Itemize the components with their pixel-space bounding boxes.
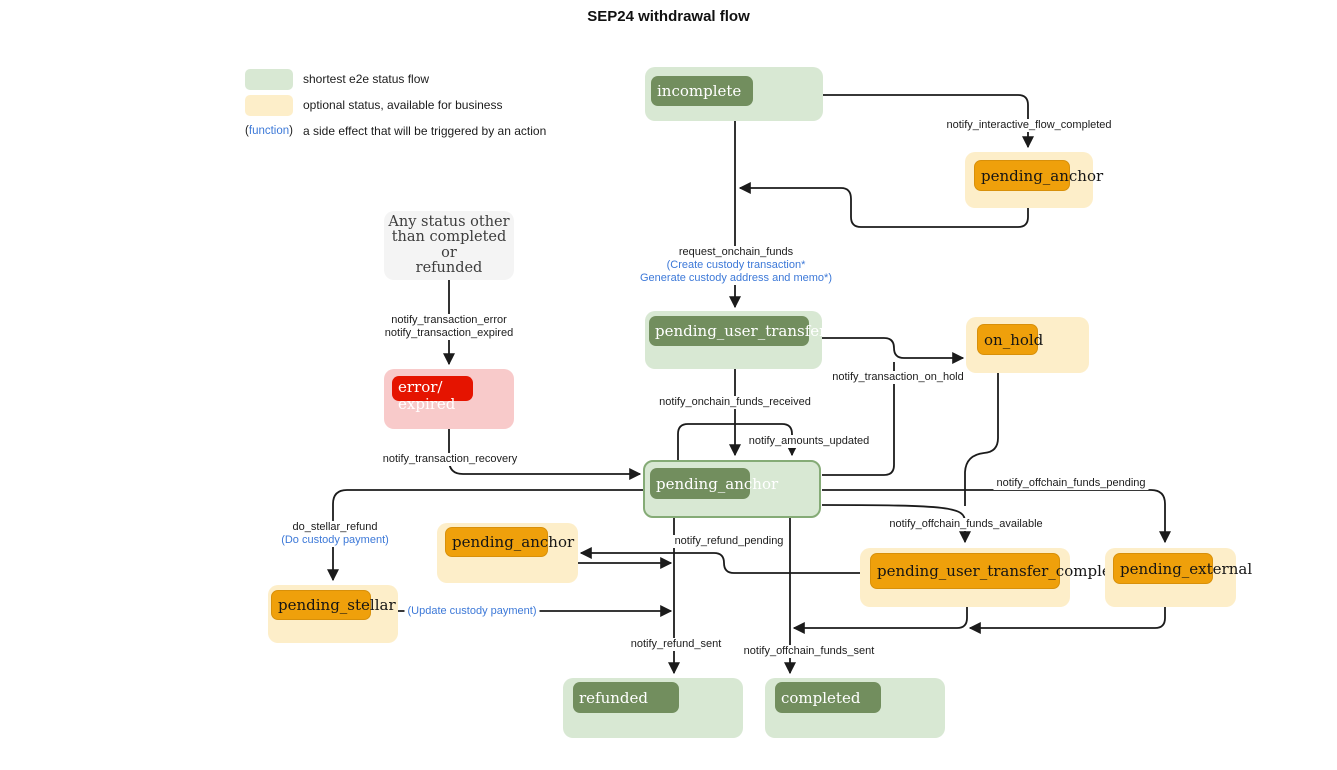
edge-label-notify-onchain-funds-received: notify_onchain_funds_received xyxy=(656,396,814,409)
edge-label-request-onchain-funds: request_onchain_funds (Create custody tr… xyxy=(637,246,835,285)
legend-function-label: a side effect that will be triggered by … xyxy=(303,124,547,138)
node-error-expired-label: error/ expired xyxy=(392,376,473,413)
node-completed: completed xyxy=(765,678,945,738)
edge-label-notify-transaction-on-hold: notify_transaction_on_hold xyxy=(829,371,967,384)
edge-label-notify-transaction-recovery: notify_transaction_recovery xyxy=(379,453,521,466)
edge-pending-anchor-top-return xyxy=(738,182,1029,228)
legend-yellow-swatch xyxy=(245,94,293,116)
node-any-status: Any status other than completed or refun… xyxy=(384,211,514,280)
node-pending-external-label: pending_external xyxy=(1113,553,1252,584)
edge-label-notify-offchain-funds-sent: notify_offchain_funds_sent xyxy=(740,645,878,658)
node-pending-user-transfer-complete: pending_user_transfer_complete xyxy=(860,548,1126,607)
node-pending-user-transfer-start: pending_user_transfer_start xyxy=(645,311,870,369)
node-pending-anchor-refund: pending_anchor xyxy=(437,523,578,583)
edge-label-notify-refund-sent: notify_refund_sent xyxy=(627,638,725,651)
edge-label-update-custody-payment: (Update custody payment) xyxy=(404,605,540,618)
edge-pending-user-transfer-complete-to-pending-anchor-refund xyxy=(579,547,860,574)
edge-label-notify-offchain-funds-pending: notify_offchain_funds_pending xyxy=(993,477,1149,490)
legend: shortest e2e status flow optional status… xyxy=(235,68,546,146)
node-on-hold-label: on_hold xyxy=(977,324,1043,355)
node-refunded-label: refunded xyxy=(573,682,679,713)
legend-green-label: shortest e2e status flow xyxy=(303,72,430,86)
edge-pending-external-to-completed-merge xyxy=(968,607,1166,634)
legend-function-token: (function) xyxy=(245,125,293,137)
node-pending-user-transfer-complete-label: pending_user_transfer_complete xyxy=(870,553,1126,589)
edge-label-do-stellar-refund: do_stellar_refund (Do custody payment) xyxy=(278,521,392,547)
edge-pending-anchor-self-loop xyxy=(677,423,798,460)
node-on-hold: on_hold xyxy=(966,317,1089,373)
node-pending-anchor-refund-label: pending_anchor xyxy=(445,527,574,557)
node-refunded: refunded xyxy=(563,678,743,738)
edge-pending-user-transfer-start-to-on-hold xyxy=(822,337,965,364)
node-pending-stellar-label: pending_stellar xyxy=(271,590,396,620)
node-incomplete-label: incomplete xyxy=(651,76,753,106)
edge-on-hold-merge-down xyxy=(964,373,999,506)
node-incomplete: incomplete xyxy=(645,67,823,121)
edge-label-notify-refund-pending: notify_refund_pending xyxy=(671,535,787,548)
edge-label-notify-amounts-updated: notify_amounts_updated xyxy=(745,435,873,448)
edge-label-notify-interactive-flow-completed: notify_interactive_flow_completed xyxy=(943,119,1115,132)
edge-error-to-pending-anchor xyxy=(448,429,642,480)
node-pending-anchor-top: pending_anchor xyxy=(965,152,1103,208)
edge-label-notify-transaction-error: notify_transaction_error notify_transact… xyxy=(381,314,517,340)
node-pending-anchor-center-label: pending_anchor xyxy=(650,468,778,499)
edge-pending-anchor-to-on-hold-merge xyxy=(822,362,895,476)
node-pending-anchor-top-label: pending_anchor xyxy=(974,160,1103,191)
page-title: SEP24 withdrawal flow xyxy=(587,8,750,25)
legend-yellow-label: optional status, available for business xyxy=(303,98,503,112)
edge-pending-user-transfer-complete-to-completed xyxy=(792,607,968,634)
node-error-expired: error/ expired xyxy=(384,369,514,429)
edge-pending-anchor-to-pending-stellar xyxy=(327,489,643,582)
edge-incomplete-to-pending-anchor-top xyxy=(823,94,1034,149)
node-completed-label: completed xyxy=(775,682,881,713)
legend-green-swatch xyxy=(245,68,293,90)
node-pending-stellar: pending_stellar xyxy=(268,585,398,643)
node-pending-anchor-center: pending_anchor xyxy=(643,460,821,518)
edge-pending-anchor-to-pending-external xyxy=(822,489,1171,544)
edge-label-notify-offchain-funds-available: notify_offchain_funds_available xyxy=(886,518,1046,531)
legend-row-function: (function) a side effect that will be tr… xyxy=(235,120,546,142)
legend-row-yellow: optional status, available for business xyxy=(235,94,546,116)
node-pending-user-transfer-start-label: pending_user_transfer_start xyxy=(649,316,870,346)
legend-row-green: shortest e2e status flow xyxy=(235,68,546,90)
node-pending-external: pending_external xyxy=(1105,548,1252,607)
